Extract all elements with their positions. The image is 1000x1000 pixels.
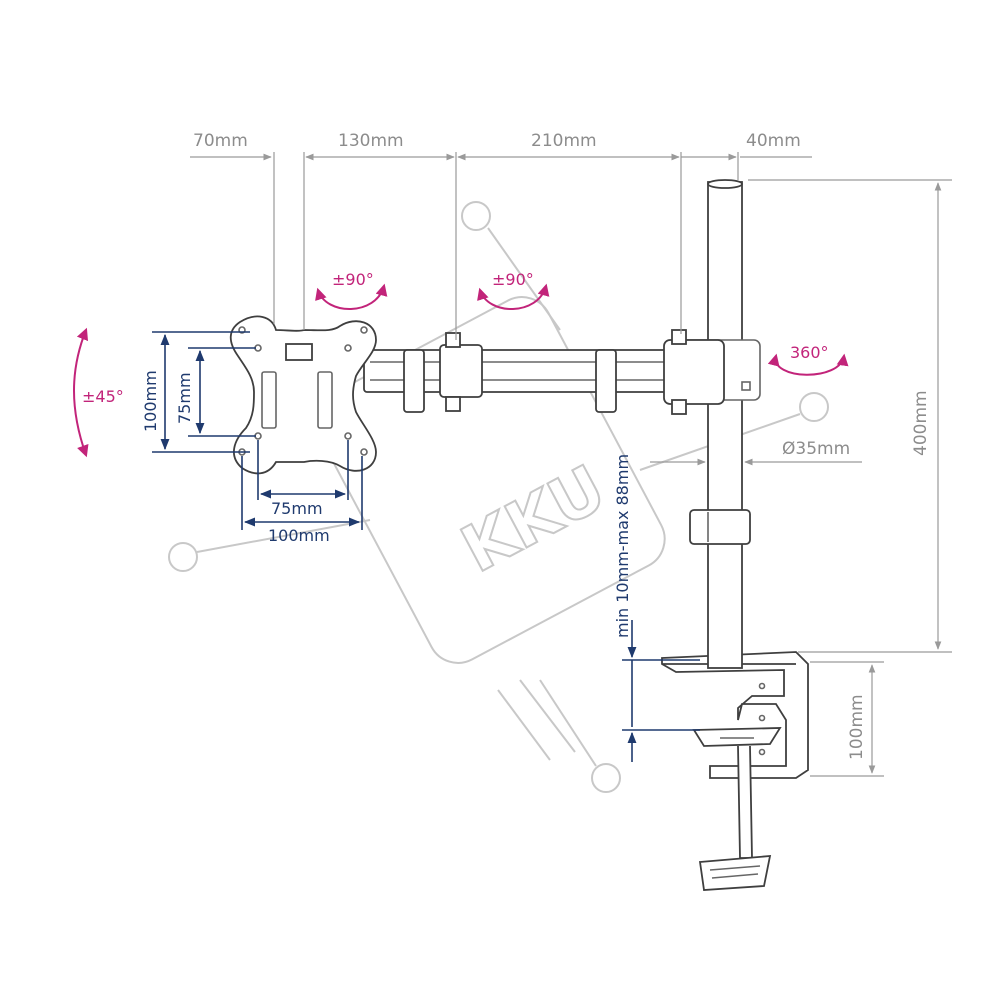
vesa-offset-label: 70mm [193,131,248,151]
desk-clamp [661,651,809,891]
rotation-arrows [73,283,849,458]
vesa-horizontal-small-label: 75mm [271,499,323,518]
pole-height-label: 400mm [911,390,931,456]
pole-rotation-label: 360° [790,343,829,362]
vesa-vertical-large-label: 100mm [141,370,160,432]
swivel-arm-label: ±90° [492,270,534,289]
swivel-head-label: ±90° [332,270,374,289]
vesa-plate [229,315,377,475]
pole-diameter-label: Ø35mm [782,439,850,459]
arm [363,329,751,415]
clamp-depth-label: 100mm [847,694,867,760]
gray-dimension-lines [190,152,952,777]
mounting-pole [679,179,761,669]
arm-segment-1-label: 130mm [338,131,404,151]
vesa-horizontal-large-label: 100mm [268,526,330,545]
tilt-label: ±45° [82,387,124,406]
blue-dimension-lines [152,331,700,762]
desk-thickness-label: min 10mm-max 88mm [613,454,632,638]
vesa-vertical-small-label: 75mm [175,372,194,424]
arm-segment-2-label: 210mm [531,131,597,151]
pole-offset-label: 40mm [746,131,801,151]
watermark-text: KKU [450,452,617,588]
